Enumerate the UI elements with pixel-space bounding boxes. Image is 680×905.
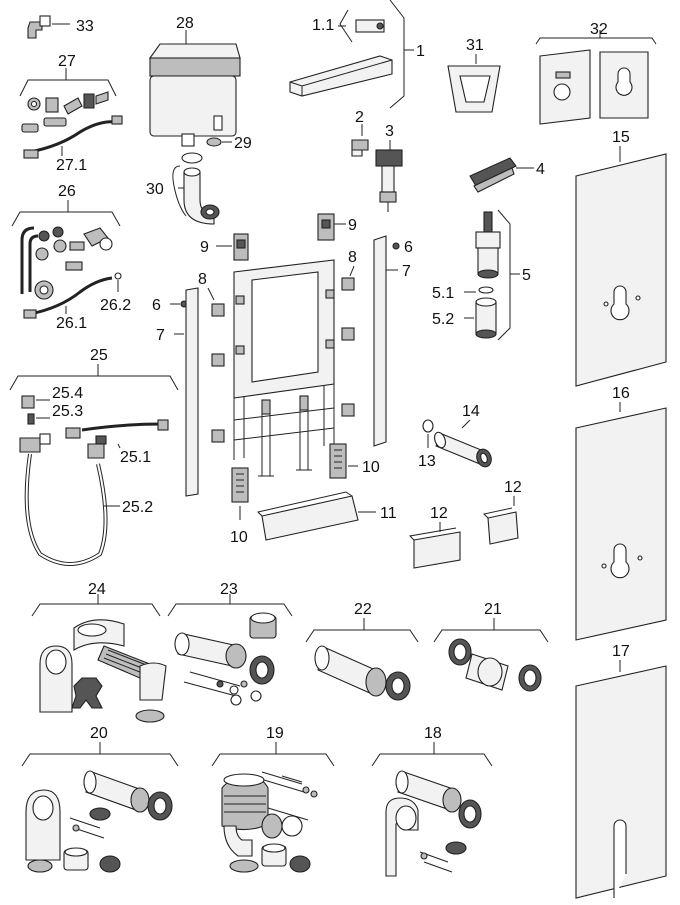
label-22: 22 — [354, 601, 372, 618]
part-8-clips-left — [207, 287, 225, 443]
part-12-cover-left — [408, 522, 461, 569]
label-8-left: 8 — [198, 271, 207, 288]
part-6-screw-left — [170, 300, 188, 308]
label-33: 33 — [76, 18, 94, 35]
label-11: 11 — [380, 505, 397, 522]
part-22-kit — [305, 618, 419, 701]
label-10-right: 10 — [362, 459, 380, 476]
label-9-left: 9 — [200, 239, 209, 256]
label-20: 20 — [90, 725, 108, 742]
part-24-kit — [31, 594, 167, 723]
part-9-bracket-left — [216, 233, 249, 261]
label-26-1: 26.1 — [56, 315, 87, 332]
label-27: 27 — [58, 53, 76, 70]
label-3: 3 — [385, 123, 394, 140]
part-16-panel — [575, 402, 667, 641]
part-25-kit — [9, 364, 179, 566]
part-33-elbow — [27, 15, 70, 39]
label-29: 29 — [234, 135, 252, 152]
part-3-fill-valve — [375, 140, 403, 212]
label-5: 5 — [522, 267, 531, 284]
label-18: 18 — [424, 725, 442, 742]
label-13: 13 — [418, 453, 436, 470]
part-9-bracket-upper — [317, 213, 346, 241]
part-4-lever — [469, 157, 534, 193]
part-29 — [206, 137, 232, 147]
part-17-panel — [575, 660, 667, 899]
part-15-panel — [575, 146, 667, 387]
part-7-rail-left — [174, 287, 199, 497]
part-32-plates — [535, 30, 657, 125]
label-14: 14 — [462, 403, 480, 420]
label-32: 32 — [590, 21, 608, 38]
part-18-kit — [371, 742, 493, 877]
part-12-cover-right — [482, 496, 519, 545]
label-27-1: 27.1 — [56, 157, 87, 174]
label-24: 24 — [88, 581, 106, 598]
label-12-right: 12 — [504, 479, 522, 496]
label-12-left: 12 — [430, 505, 448, 522]
part-30-flush-bend — [172, 152, 220, 225]
label-6-right: 6 — [404, 239, 413, 256]
label-25-3: 25.3 — [52, 403, 83, 420]
label-5-1: 5.1 — [432, 285, 454, 302]
label-8-right: 8 — [348, 249, 357, 266]
part-21-kit — [433, 618, 549, 692]
label-21: 21 — [484, 601, 502, 618]
part-11-cover — [257, 491, 376, 541]
part-26-kit — [11, 200, 122, 319]
label-10-left: 10 — [230, 529, 248, 546]
label-2: 2 — [355, 109, 364, 126]
label-17: 17 — [612, 643, 630, 660]
label-25: 25 — [90, 347, 108, 364]
part-5-flush-valve — [464, 209, 520, 341]
label-25-4: 25.4 — [52, 385, 83, 402]
part-2-clip — [351, 124, 369, 157]
part-23-kit — [167, 594, 293, 706]
label-9-right: 9 — [348, 217, 357, 234]
label-4: 4 — [536, 161, 545, 178]
label-28: 28 — [176, 15, 194, 32]
part-31-bracket — [447, 54, 501, 113]
label-1: 1 — [416, 43, 425, 60]
part-27-kit — [19, 68, 123, 159]
label-1-1: 1.1 — [312, 17, 334, 34]
part-10-grid-right — [329, 443, 358, 479]
label-7-right: 7 — [402, 263, 411, 280]
label-25-2: 25.2 — [122, 499, 153, 516]
label-26: 26 — [58, 183, 76, 200]
label-16: 16 — [612, 385, 630, 402]
label-5-2: 5.2 — [432, 311, 454, 328]
part-10-grid-left — [231, 467, 249, 520]
part-8-clips-right — [341, 265, 355, 417]
label-6-left: 6 — [152, 297, 161, 314]
label-19: 19 — [266, 725, 284, 742]
part-28-cistern — [148, 30, 241, 147]
part-14-pipe — [434, 419, 492, 468]
label-23: 23 — [220, 581, 238, 598]
part-20-kit — [21, 742, 179, 873]
label-26-2: 26.2 — [100, 297, 131, 314]
label-15: 15 — [612, 129, 630, 146]
part-1-actuator — [289, 0, 414, 109]
part-19-kit — [211, 742, 335, 873]
label-7-left: 7 — [156, 327, 165, 344]
part-frame — [233, 259, 335, 477]
part-13-ring — [422, 419, 434, 448]
part-6-screw-right — [392, 242, 400, 250]
label-30: 30 — [146, 181, 164, 198]
part-7-rail-right — [373, 235, 398, 447]
label-25-1: 25.1 — [120, 449, 151, 466]
label-31: 31 — [466, 37, 484, 54]
